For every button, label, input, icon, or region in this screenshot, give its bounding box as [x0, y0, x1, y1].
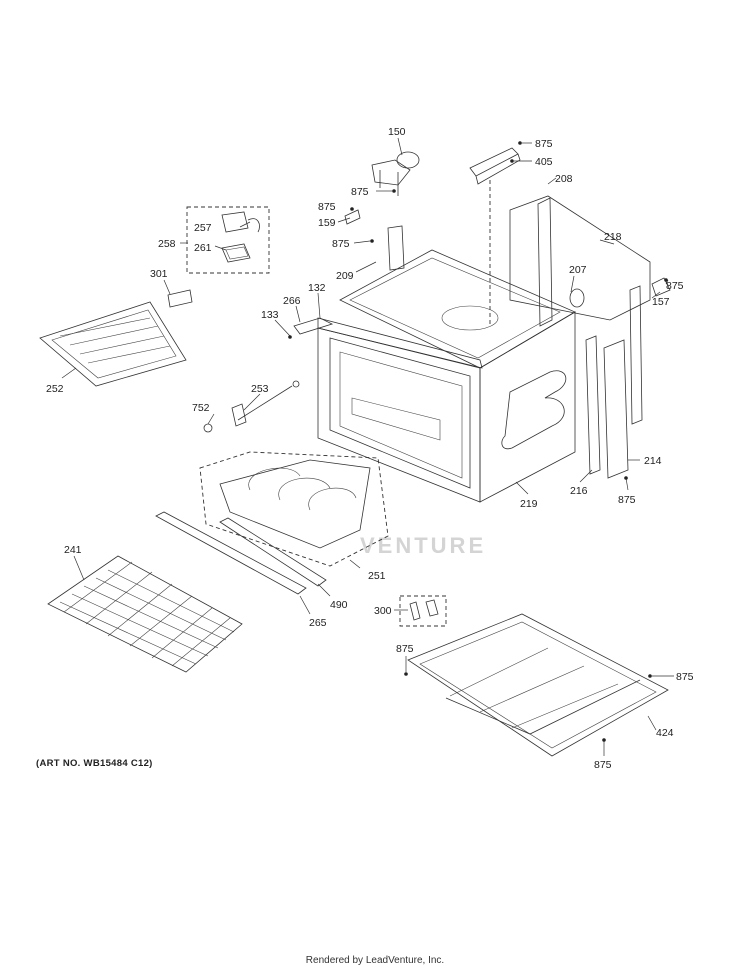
- part-252-broil-element: [39, 301, 187, 387]
- part-159-clip: [344, 209, 361, 225]
- label-159: 159: [318, 217, 336, 229]
- label-875: 875: [535, 138, 553, 150]
- label-219: 219: [520, 498, 538, 510]
- label-405: 405: [535, 156, 553, 168]
- part-207-grommet: [569, 288, 585, 308]
- part-209-bracket: [387, 225, 405, 271]
- label-875: 875: [676, 671, 694, 683]
- label-875: 875: [666, 280, 684, 292]
- part-253-sensor-probe: [231, 380, 300, 427]
- label-875: 875: [351, 186, 369, 198]
- label-209: 209: [336, 270, 354, 282]
- part-300-kit: [399, 595, 447, 627]
- part-157-sensor: [651, 277, 671, 297]
- label-257: 257: [194, 222, 212, 234]
- label-266: 266: [283, 295, 301, 307]
- part-241-oven-rack: [47, 555, 243, 673]
- label-875: 875: [318, 201, 336, 213]
- part-218-back-panel: [509, 195, 651, 321]
- part-424-bottom-frame: [407, 613, 669, 757]
- leader-lines: [61, 137, 674, 756]
- watermark: VENTURE: [360, 533, 486, 558]
- label-424: 424: [656, 727, 674, 739]
- part-214-strip: [603, 339, 629, 479]
- part-490-slide: [219, 517, 327, 587]
- label-265: 265: [309, 617, 327, 629]
- footer-credit: Rendered by LeadVenture, Inc.: [305, 955, 445, 966]
- part-208-strip: [537, 197, 553, 327]
- label-132: 132: [308, 282, 326, 294]
- part-258-kit: [186, 206, 270, 274]
- label-261: 261: [194, 242, 212, 254]
- label-490: 490: [330, 599, 348, 611]
- oven-cavity-assembly: [293, 249, 576, 503]
- label-252: 252: [46, 383, 64, 395]
- part-265-slide: [155, 511, 307, 595]
- part-251-bake-element: [199, 451, 389, 567]
- art-number: (ART NO. WB15484 C12): [36, 758, 153, 769]
- label-150: 150: [388, 126, 406, 138]
- part-301-plate: [167, 289, 193, 308]
- label-218: 218: [604, 231, 622, 243]
- label-133: 133: [261, 309, 279, 321]
- label-875: 875: [332, 238, 350, 250]
- part-214b-strip: [629, 285, 643, 425]
- label-752: 752: [192, 402, 210, 414]
- label-241: 241: [64, 544, 82, 556]
- label-207: 207: [569, 264, 587, 276]
- part-216-strip: [585, 335, 601, 475]
- label-208: 208: [555, 173, 573, 185]
- part-150-motor: [371, 151, 420, 196]
- label-258: 258: [158, 238, 176, 250]
- label-300: 300: [374, 605, 392, 617]
- part-405-bracket: [469, 147, 521, 185]
- label-875: 875: [618, 494, 636, 506]
- label-214: 214: [644, 455, 662, 467]
- label-216: 216: [570, 485, 588, 497]
- label-301: 301: [150, 268, 168, 280]
- label-875: 875: [396, 643, 414, 655]
- part-752-screw: [203, 423, 213, 433]
- label-253: 253: [251, 383, 269, 395]
- label-875: 875: [594, 759, 612, 771]
- fastener-dots: [288, 141, 668, 742]
- label-157: 157: [652, 296, 670, 308]
- label-251: 251: [368, 570, 386, 582]
